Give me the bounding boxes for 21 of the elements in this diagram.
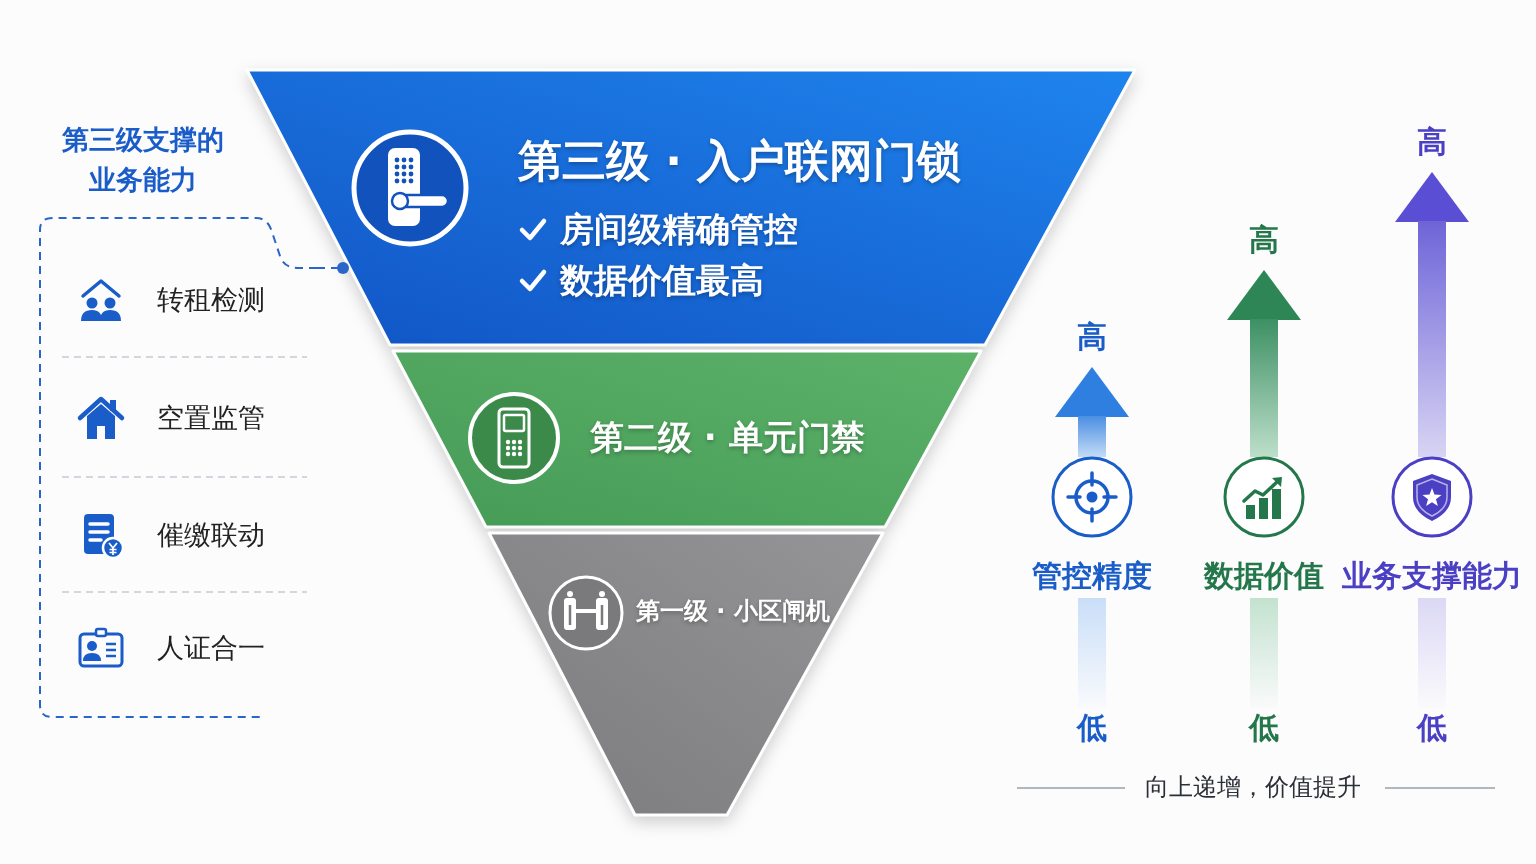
tier-title: 第一级 · 小区闸机 <box>636 596 830 626</box>
tier-title: 第三级 · 入户联网门锁 <box>518 134 962 188</box>
scale-label: 高 <box>1417 123 1447 161</box>
metric-label: 业务支撑能力 <box>1342 557 1522 595</box>
scale-label: 低 <box>1417 709 1447 747</box>
scale-label: 低 <box>1077 709 1107 747</box>
dashed-connector <box>316 262 349 274</box>
metric-label: 数据价值 <box>1204 557 1324 595</box>
scale-label: 高 <box>1249 221 1279 259</box>
scale-label: 低 <box>1249 709 1279 747</box>
capability-label: 转租检测 <box>157 283 265 317</box>
tier-title: 第二级 · 单元门禁 <box>590 416 865 459</box>
capability-label: 催缴联动 <box>157 518 265 552</box>
metric-label: 管控精度 <box>1032 557 1152 595</box>
capability-label: 人证合一 <box>157 631 265 665</box>
bullet-text: 数据价值最高 <box>560 259 764 302</box>
bullet-text: 房间级精确管控 <box>560 208 798 251</box>
scale-label: 高 <box>1077 318 1107 356</box>
panel-heading: 第三级支撑的业务能力 <box>61 123 225 197</box>
footer-caption: 向上递增，价值提升 <box>1145 772 1361 803</box>
capability-label: 空置监管 <box>157 401 265 435</box>
